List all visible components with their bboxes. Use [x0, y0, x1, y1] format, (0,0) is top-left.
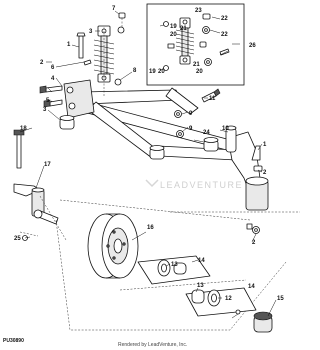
callouts: 7 3 1 8 2 6 4 5 3 18 11 9 9 24 10 1 17 2…	[14, 6, 284, 302]
callout-21: 21	[193, 62, 200, 68]
callout-17: 17	[44, 162, 51, 168]
shock-inset-panel: 26	[146, 3, 256, 86]
fasteners	[13, 85, 263, 241]
callout-1: 1	[263, 142, 267, 148]
callout-20: 20	[196, 69, 203, 75]
hub-cap	[253, 311, 273, 333]
callout-9: 9	[189, 126, 193, 132]
callout-8: 8	[133, 68, 137, 74]
callout-14: 14	[248, 284, 255, 290]
callout-11: 11	[209, 96, 216, 102]
bushings	[59, 115, 237, 160]
callout-13: 13	[197, 283, 204, 289]
callout-2: 2	[263, 170, 267, 176]
footer-credit: Rendered by LeadVenture, Inc.	[118, 342, 187, 348]
callout-18: 18	[20, 126, 27, 132]
callout-2: 2	[40, 60, 44, 66]
wheel-rim	[87, 213, 139, 279]
callout-7: 7	[112, 6, 116, 12]
callout-22: 22	[221, 32, 228, 38]
callout-13: 13	[171, 262, 178, 268]
callout-14: 14	[198, 258, 205, 264]
front-axle-assembly	[63, 79, 269, 211]
bearing-kit-upper	[137, 255, 211, 285]
callout-12: 12	[225, 296, 232, 302]
watermark: LEADVENTURE	[145, 179, 243, 190]
inset-shock-absorber	[175, 17, 195, 65]
callout-21: 21	[180, 26, 187, 32]
callout-15: 15	[277, 296, 284, 302]
callout-1: 1	[67, 42, 71, 48]
assembly-lines	[19, 18, 300, 331]
callout-6: 6	[51, 65, 55, 71]
callout-19: 19	[149, 69, 156, 75]
bearing-kit-lower	[185, 287, 257, 317]
callout-2: 2	[252, 240, 256, 246]
callout-25: 25	[14, 236, 21, 242]
callout-24: 24	[203, 130, 210, 136]
inset-label: 26	[249, 43, 256, 49]
callout-23: 23	[195, 8, 202, 14]
callout-19: 19	[170, 24, 177, 30]
callout-22: 22	[221, 16, 228, 22]
callout-3: 3	[43, 107, 47, 113]
callout-4: 4	[51, 76, 55, 82]
watermark-text: LEADVENTURE	[160, 180, 243, 190]
figure-code: PU30890	[3, 338, 24, 344]
callout-9: 9	[189, 111, 193, 117]
inset-hardware	[163, 13, 230, 71]
steering-spindle	[13, 183, 59, 225]
callout-3: 3	[89, 29, 93, 35]
callout-16: 16	[147, 225, 154, 231]
leader-lines	[19, 10, 277, 319]
callout-5: 5	[46, 98, 50, 104]
callout-20: 20	[170, 32, 177, 38]
callout-10: 10	[222, 126, 229, 132]
callout-20: 20	[158, 69, 165, 75]
exploded-parts-diagram: 26 LEADVENTURE	[3, 3, 300, 348]
